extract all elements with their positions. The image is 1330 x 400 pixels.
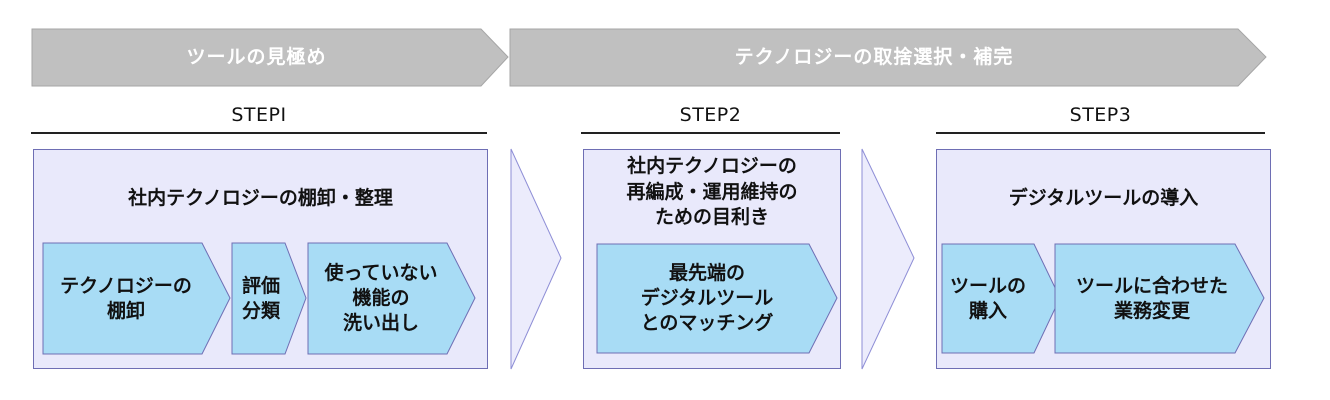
step-connector-arrow-1 — [510, 148, 562, 370]
step-header-1: STEPⅠ — [31, 104, 487, 134]
chevron-label-2-1: 最先端の デジタルツール とのマッチング — [640, 262, 774, 334]
step-header-3: STEP3 — [936, 104, 1265, 134]
chevron-label-3-2: ツールに合わせた 業務変更 — [1075, 274, 1228, 322]
chevron-1-1 — [42, 242, 231, 355]
chevron-2-1 — [596, 243, 838, 354]
step-title-2: 社内テクノロジーの 再編成・運用維持の ための目利き — [626, 155, 798, 229]
chevron-1-3 — [307, 242, 476, 355]
chevron-1-2 — [231, 242, 307, 355]
step-title-1: 社内テクノロジーの棚卸・整理 — [128, 187, 393, 209]
phase-label-2: テクノロジーの取捨選択・補完 — [734, 46, 1014, 69]
step-connector-arrow-2 — [861, 148, 915, 370]
chevron-3-1 — [941, 243, 1061, 354]
phase-label-1: ツールの見極め — [186, 46, 327, 69]
chevron-label-1-1: テクノロジーの 棚卸 — [60, 274, 192, 322]
chevron-label-3-1: ツールの 購入 — [949, 274, 1026, 322]
step-header-2: STEP2 — [581, 104, 840, 134]
phase-arrow-1 — [31, 28, 509, 87]
chevron-label-1-3: 使っていない 機能の 洗い出し — [324, 262, 438, 334]
chevron-label-1-2: 評価 分類 — [241, 274, 280, 322]
chevron-3-2 — [1054, 243, 1265, 354]
phase-arrow-2 — [509, 28, 1267, 87]
step-title-3: デジタルツールの導入 — [1008, 187, 1199, 209]
